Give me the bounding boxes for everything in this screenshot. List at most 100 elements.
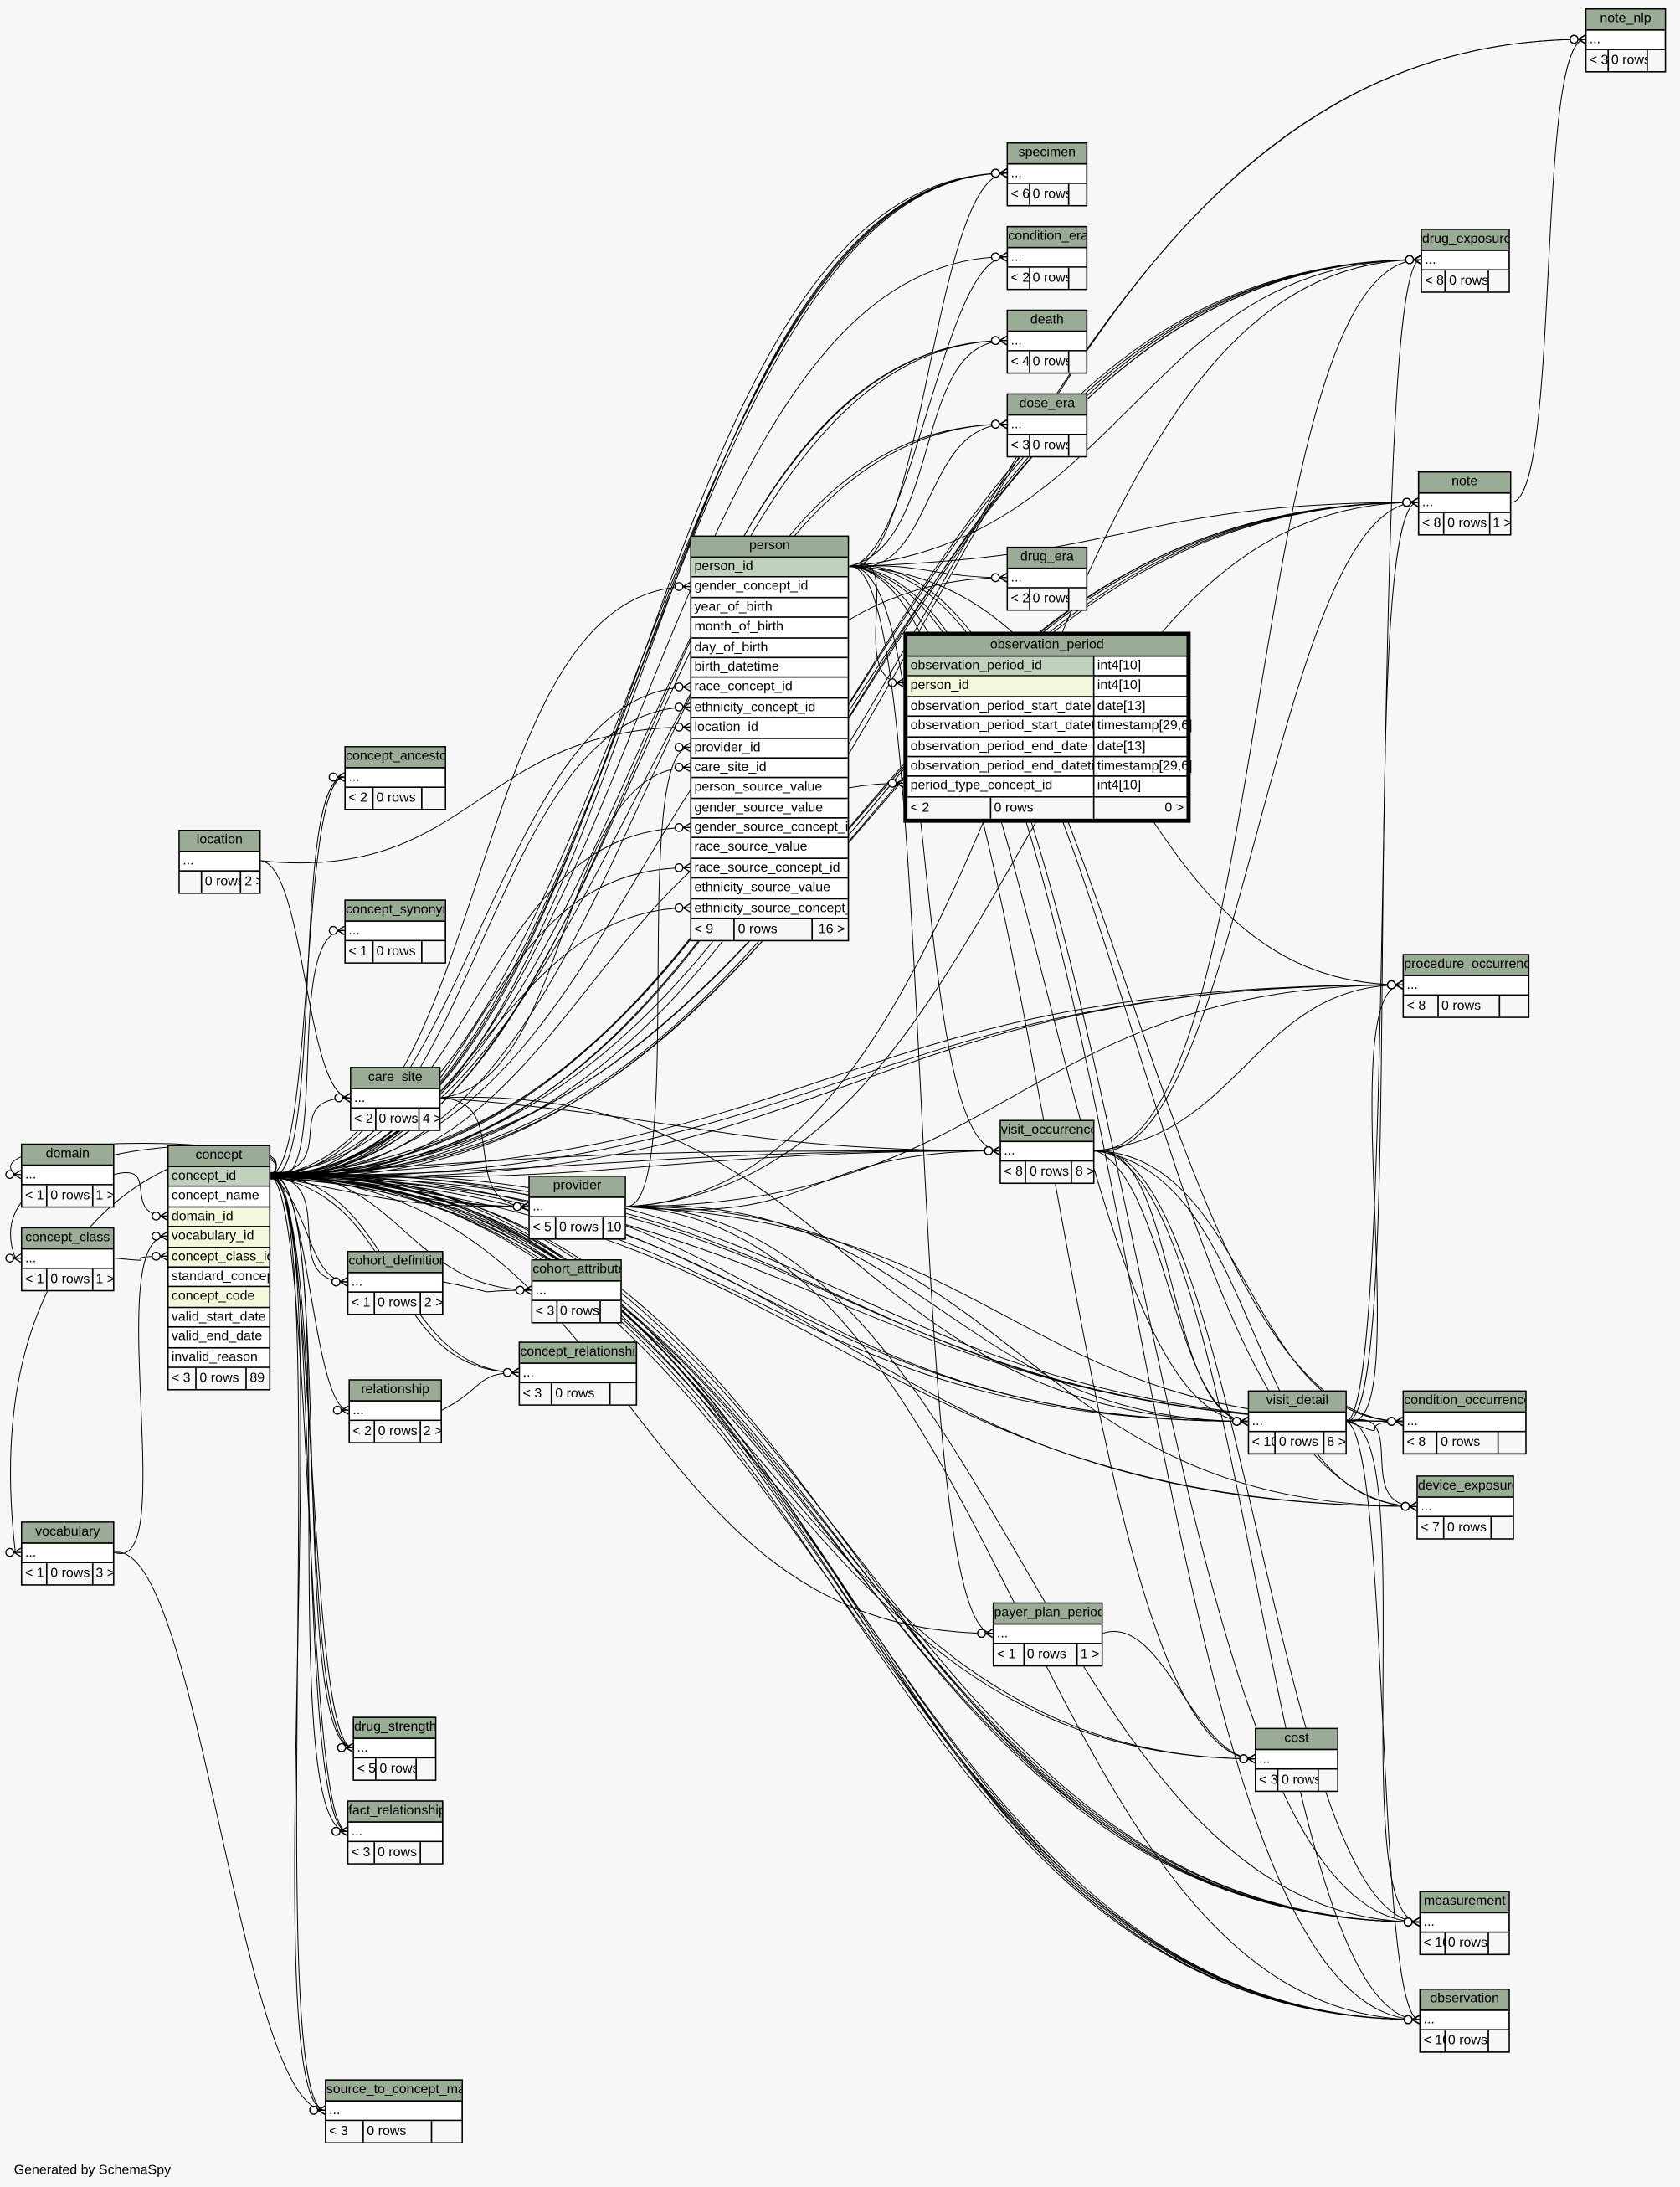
- table-column-row[interactable]: ...: [1404, 1413, 1526, 1433]
- table-column-row[interactable]: ...: [351, 1089, 439, 1109]
- table-observation[interactable]: observation...< 100 rows: [1419, 1989, 1510, 2054]
- parents-count[interactable]: < 1: [994, 1644, 1025, 1666]
- table-column-row[interactable]: ...: [1421, 1913, 1509, 1934]
- table-title[interactable]: relationship: [350, 1380, 441, 1402]
- children-count[interactable]: [1489, 1933, 1508, 1954]
- table-title[interactable]: care_site: [351, 1068, 439, 1089]
- table-title[interactable]: note_nlp: [1586, 9, 1665, 31]
- table-column-row[interactable]: ...: [348, 1274, 442, 1294]
- table-title[interactable]: dose_era: [1008, 394, 1087, 416]
- children-count[interactable]: [610, 1384, 635, 1405]
- children-count[interactable]: [1489, 2031, 1508, 2052]
- table-title[interactable]: specimen: [1008, 143, 1087, 165]
- table-title[interactable]: cost: [1256, 1729, 1338, 1751]
- parents-count[interactable]: < 8: [1420, 513, 1445, 535]
- parents-count[interactable]: < 1: [23, 1563, 48, 1585]
- parents-count[interactable]: < 2: [1008, 589, 1030, 610]
- children-count[interactable]: 2 >: [244, 874, 259, 891]
- table-column-row[interactable]: concept_name: [168, 1187, 270, 1208]
- table-column-row[interactable]: valid_start_date: [168, 1308, 270, 1328]
- table-column-row[interactable]: ethnicity_source_value: [691, 879, 848, 899]
- table-title[interactable]: provider: [529, 1176, 625, 1198]
- children-count[interactable]: 16 >: [818, 921, 845, 938]
- table-title[interactable]: concept_relationship: [520, 1342, 636, 1364]
- table-title[interactable]: domain: [22, 1145, 113, 1166]
- children-count[interactable]: [1498, 1433, 1525, 1454]
- parents-count[interactable]: < 1: [348, 1293, 375, 1315]
- parents-count[interactable]: < 3: [520, 1383, 552, 1405]
- table-title[interactable]: procedure_occurrence: [1404, 955, 1528, 976]
- table-column-row[interactable]: invalid_reason: [168, 1348, 270, 1368]
- children-count[interactable]: [601, 1302, 620, 1323]
- parents-count[interactable]: < 5: [354, 1758, 378, 1780]
- table-column-row[interactable]: ...: [348, 1823, 442, 1843]
- table-title[interactable]: source_to_concept_map: [326, 2081, 462, 2102]
- table-title[interactable]: concept_ancestor: [346, 747, 445, 769]
- parents-count[interactable]: < 1: [23, 1186, 48, 1207]
- table-column-row[interactable]: year_of_birth: [691, 598, 848, 619]
- table-title[interactable]: visit_detail: [1249, 1392, 1346, 1413]
- table-column-row[interactable]: ...: [1008, 332, 1087, 352]
- table-column-row[interactable]: ...: [326, 2102, 462, 2122]
- table-column-row[interactable]: ...: [22, 1249, 113, 1270]
- table-column-row[interactable]: ...: [1421, 2011, 1509, 2031]
- table-column-row[interactable]: ...: [1249, 1413, 1346, 1433]
- table-column-row[interactable]: ...: [22, 1166, 113, 1186]
- table-column-row[interactable]: gender_source_value: [691, 799, 848, 819]
- children-count[interactable]: 8 >: [1075, 1165, 1093, 1181]
- children-count[interactable]: [1069, 352, 1087, 373]
- table-column-row[interactable]: vocabulary_id: [168, 1227, 270, 1248]
- table-column-row[interactable]: race_concept_id: [691, 678, 848, 699]
- table-title[interactable]: location: [179, 831, 259, 852]
- children-count[interactable]: 10 >: [606, 1221, 625, 1237]
- table-column-row[interactable]: ...: [1421, 251, 1509, 271]
- table-column-row[interactable]: gender_concept_id: [691, 578, 848, 599]
- parents-count[interactable]: < 10: [1421, 2030, 1446, 2052]
- table-title[interactable]: observation_period: [907, 636, 1187, 657]
- children-count[interactable]: [1069, 185, 1087, 206]
- table-column-row[interactable]: ...: [1417, 1498, 1513, 1518]
- table-title[interactable]: note: [1419, 472, 1510, 494]
- table-title[interactable]: observation: [1421, 1989, 1509, 2011]
- children-count[interactable]: [1489, 271, 1508, 292]
- children-count[interactable]: 8 >: [1327, 1435, 1346, 1451]
- table-column-row[interactable]: race_source_value: [691, 839, 848, 859]
- table-column-row[interactable]: care_site_id: [691, 759, 848, 779]
- children-count[interactable]: 89 >: [249, 1371, 269, 1387]
- table-column-row[interactable]: ...: [1419, 494, 1510, 514]
- table-title[interactable]: condition_era: [1008, 227, 1087, 249]
- children-count[interactable]: 1 >: [1492, 516, 1510, 533]
- parents-count[interactable]: < 2: [352, 1109, 377, 1130]
- table-title[interactable]: drug_exposure: [1421, 229, 1509, 251]
- table-column-row[interactable]: location_id: [691, 718, 848, 738]
- children-count[interactable]: [417, 1759, 434, 1780]
- parents-count[interactable]: < 2: [907, 797, 992, 819]
- table-column-row[interactable]: month_of_birth: [691, 618, 848, 639]
- table-title[interactable]: payer_plan_period: [994, 1603, 1102, 1625]
- table-column-row[interactable]: ...: [1586, 31, 1665, 51]
- table-column-row[interactable]: ...: [346, 922, 445, 942]
- table-title[interactable]: concept_class: [22, 1228, 113, 1250]
- children-count[interactable]: [1647, 51, 1665, 72]
- parents-count[interactable]: < 3: [348, 1842, 375, 1864]
- table-column-row[interactable]: concept_code: [168, 1287, 270, 1308]
- children-count[interactable]: [432, 2122, 462, 2143]
